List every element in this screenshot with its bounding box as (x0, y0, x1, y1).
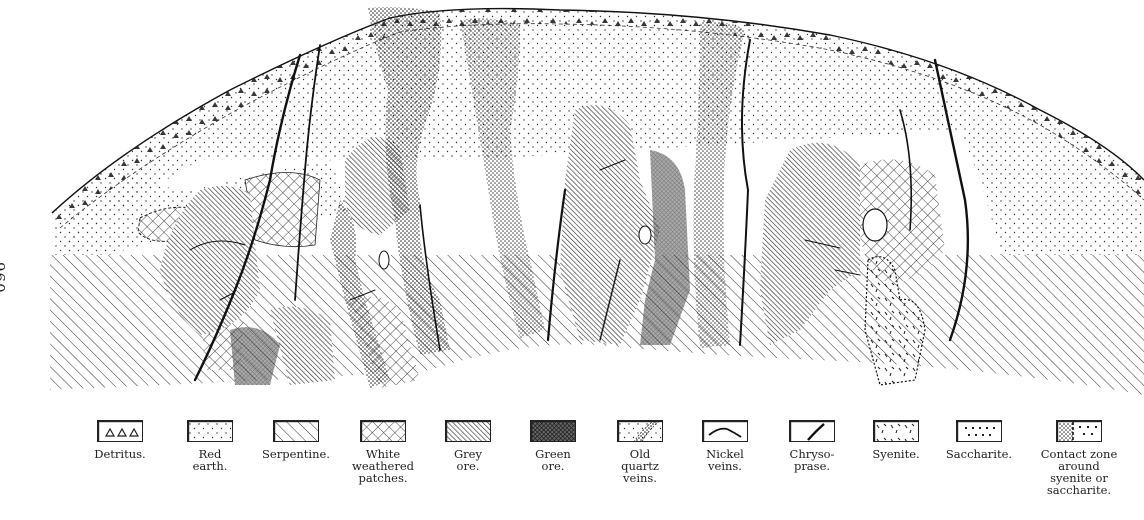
legend-label: Saccharite. (924, 448, 1034, 460)
white-patch (245, 173, 320, 247)
legend-item-contact-zone: Contact zone around syenite or saccharit… (1024, 420, 1134, 496)
grey-ore-swatch (445, 420, 491, 442)
chrysoprase-swatch (789, 420, 835, 442)
green-ore-swatch (530, 420, 576, 442)
red-earth-swatch (187, 420, 233, 442)
page-number: 960 (0, 262, 8, 294)
contact-zone-swatch (1056, 420, 1102, 442)
geological-cross-section (0, 0, 1144, 410)
quartz-veins-swatch (617, 420, 663, 442)
legend: Detritus. Red earth. Serpentine. White w… (0, 420, 1144, 520)
legend-item-saccharite: Saccharite. (924, 420, 1034, 460)
saccharite-swatch (956, 420, 1002, 442)
legend-label: Contact zone around syenite or saccharit… (1024, 448, 1134, 496)
nickel-veins-swatch (702, 420, 748, 442)
serpentine-swatch (273, 420, 319, 442)
detritus-swatch (97, 420, 143, 442)
white-patches-swatch (360, 420, 406, 442)
syenite-swatch (873, 420, 919, 442)
